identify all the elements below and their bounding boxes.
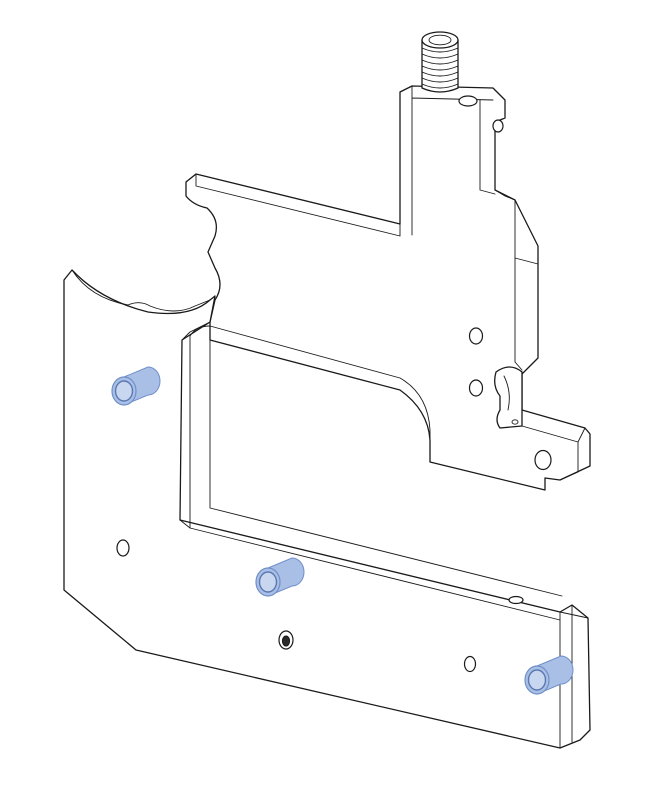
standoff-bottom-right [524, 655, 574, 695]
standoff-bore [258, 571, 278, 593]
standoff-left-upper [111, 366, 161, 406]
front-plate [63, 269, 591, 749]
highlighted-standoffs [111, 366, 574, 695]
standoff-bore [114, 380, 134, 402]
standoff-bore [527, 669, 547, 691]
upper-bracket [185, 85, 591, 491]
threaded-stud [421, 31, 459, 93]
standoff-bottom-middle [255, 557, 305, 597]
